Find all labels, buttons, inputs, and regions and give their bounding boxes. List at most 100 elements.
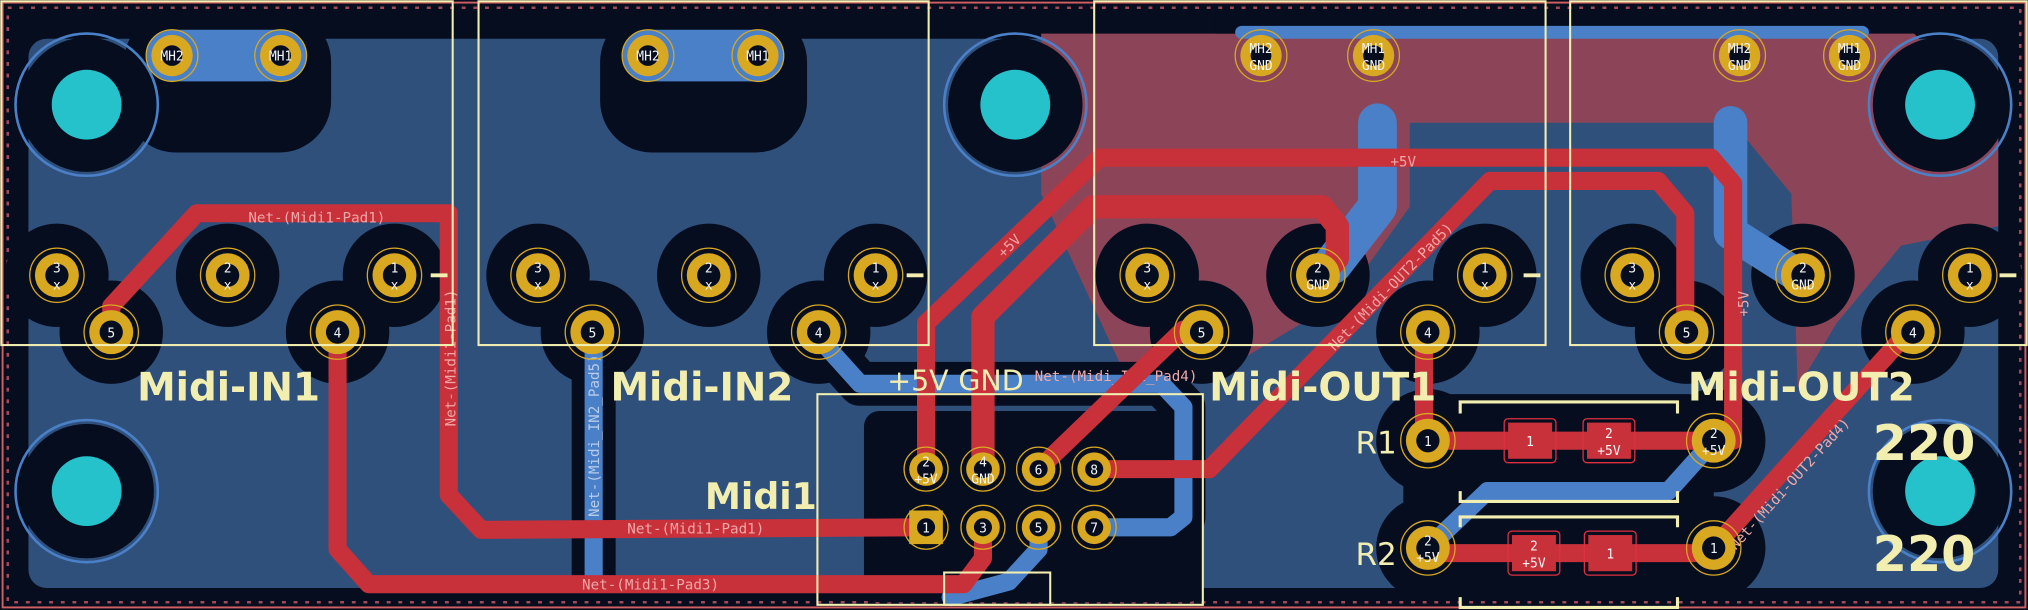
pad-net: GND bbox=[1362, 59, 1385, 74]
pad-midi_out1-1[interactable]: 1x bbox=[1456, 247, 1513, 304]
pad-midi_in1-5[interactable]: 5 bbox=[83, 304, 140, 360]
pad-number: MH2 bbox=[636, 50, 659, 65]
pad-net: +5V bbox=[914, 472, 938, 487]
pad-r2-1[interactable]: 1 bbox=[1583, 530, 1637, 576]
pad-midi_in2-3[interactable]: 3x bbox=[510, 247, 566, 304]
track-out2-pad5[interactable] bbox=[1085, 171, 1695, 479]
pad-midi1-8[interactable]: 8 bbox=[1071, 446, 1117, 492]
net-label-pad3-bottom: Net-(Midi1-Pad3) bbox=[582, 577, 719, 593]
pad-number: MH2 bbox=[1728, 42, 1751, 57]
pad-r2-2[interactable]: 2+5V bbox=[1507, 530, 1561, 576]
pad-midi1-6[interactable]: 6 bbox=[1015, 446, 1062, 492]
pad-number: 2 bbox=[1530, 540, 1538, 555]
pad-number: 1 bbox=[1424, 435, 1432, 450]
pad-midi_in2-MH1[interactable]: MH1 bbox=[731, 29, 785, 83]
pad-r2-1[interactable]: 1 bbox=[1685, 520, 1742, 576]
pad-midi1-1[interactable]: 1 bbox=[903, 504, 949, 550]
ref-midi-in2: Midi-IN2 bbox=[610, 366, 793, 411]
pad-net: +5V bbox=[1597, 444, 1621, 459]
pad-number: MH2 bbox=[160, 50, 183, 65]
track-midi1-pad1[interactable] bbox=[102, 204, 936, 539]
pad-number: 4 bbox=[334, 326, 342, 341]
pad-number: 5 bbox=[107, 326, 115, 341]
pad-r1-1[interactable]: 1 bbox=[1503, 418, 1557, 464]
pad-midi_in1-4[interactable]: 4 bbox=[309, 304, 366, 360]
pad-number: 5 bbox=[1035, 521, 1043, 536]
pad-net: x bbox=[1143, 278, 1151, 293]
pad-midi_out1-5[interactable]: 5 bbox=[1173, 304, 1230, 360]
track-midi1-pad3[interactable] bbox=[328, 323, 993, 594]
pad-number: 1 bbox=[1966, 262, 1974, 277]
pad-midi_in2-1[interactable]: 1x bbox=[847, 247, 904, 304]
pad-midi_in1-2[interactable]: 2x bbox=[199, 247, 256, 304]
pad-net: GND bbox=[1249, 59, 1272, 74]
pad-midi_in2-MH2[interactable]: MH2 bbox=[621, 29, 675, 83]
net-label-5v-top: +5V bbox=[1390, 155, 1416, 171]
pad-net: x bbox=[1966, 278, 1974, 293]
pad-number: 4 bbox=[979, 456, 987, 471]
pad-r2-2[interactable]: 2+5V bbox=[1400, 520, 1456, 576]
pad-net: +5V bbox=[1522, 556, 1546, 571]
pad-net: x bbox=[1481, 278, 1489, 293]
pad-number: 2 bbox=[1424, 534, 1432, 549]
pad-midi_in1-3[interactable]: 3x bbox=[29, 247, 85, 304]
pad-midi1-2[interactable]: 2+5V bbox=[903, 446, 949, 492]
silk-outline-midi-out1 bbox=[1093, 0, 1547, 347]
silk-outline-midi-out2 bbox=[1569, 0, 2028, 347]
pad-number: 2 bbox=[705, 262, 713, 277]
pad-r1-2[interactable]: 2+5V bbox=[1685, 412, 1742, 469]
track-gnd[interactable] bbox=[971, 195, 1349, 481]
pad-midi_in1-MH1[interactable]: MH1 bbox=[254, 29, 308, 83]
pad-midi_out2-5[interactable]: 5 bbox=[1658, 304, 1715, 360]
pad-midi_in2-5[interactable]: 5 bbox=[564, 304, 621, 360]
pad-midi1-3[interactable]: 3 bbox=[960, 504, 1006, 550]
ref-midi-out2: Midi-OUT2 bbox=[1688, 366, 1915, 411]
net-label-pad1-bottom: Net-(Midi1-Pad1) bbox=[627, 522, 764, 538]
pad-number: MH1 bbox=[746, 50, 769, 65]
pad-r1-1[interactable]: 1 bbox=[1400, 412, 1456, 469]
pad-midi1-7[interactable]: 7 bbox=[1071, 504, 1117, 550]
pad-midi_in2-2[interactable]: 2x bbox=[680, 247, 737, 304]
pad-midi_out2-1[interactable]: 1x bbox=[1941, 247, 1998, 304]
pad-midi1-5[interactable]: 5 bbox=[1015, 504, 1062, 550]
net-label-in2-pad5: Net-(Midi_IN2_Pad5) bbox=[587, 354, 603, 517]
pad-number: 2 bbox=[1314, 262, 1322, 277]
pad-midi_out2-3[interactable]: 3x bbox=[1604, 247, 1661, 304]
pad-number: 1 bbox=[391, 262, 399, 277]
hole-icon bbox=[1905, 456, 1975, 526]
net-label-5v-right: +5V bbox=[1737, 291, 1753, 317]
pad-number: 3 bbox=[534, 262, 542, 277]
pad-number: 3 bbox=[53, 262, 61, 277]
pad-net: GND bbox=[971, 472, 994, 487]
pad-midi_in2-4[interactable]: 4 bbox=[790, 304, 847, 360]
pad-midi_in1-1[interactable]: 1x bbox=[366, 247, 423, 304]
pad-midi_out1-4[interactable]: 4 bbox=[1400, 304, 1456, 360]
pad-number: 3 bbox=[1628, 262, 1636, 277]
pad-net: GND bbox=[1791, 278, 1814, 293]
track-out2-pad4[interactable] bbox=[1704, 323, 1917, 558]
pad-net: GND bbox=[1838, 59, 1861, 74]
pad-number: 3 bbox=[979, 521, 987, 536]
pad-midi_in1-MH2[interactable]: MH2 bbox=[145, 29, 199, 83]
track-5v-r1-r2[interactable] bbox=[1418, 431, 1723, 558]
pad-number: 2 bbox=[922, 456, 930, 471]
pad-number: 3 bbox=[1143, 262, 1151, 277]
pad-net: x bbox=[705, 278, 713, 293]
header-clearance bbox=[863, 410, 1203, 603]
hole-icon bbox=[980, 69, 1051, 140]
pad-midi_out1-3[interactable]: 3x bbox=[1119, 247, 1176, 304]
net-label-in2-pad4: Net-(Midi_IN2_Pad4) bbox=[1035, 369, 1198, 385]
pad-r1-2[interactable]: 2+5V bbox=[1582, 418, 1636, 464]
pad-number: 1 bbox=[922, 521, 930, 536]
pad-midi_out2-4[interactable]: 4 bbox=[1885, 304, 1941, 360]
track-in2-pad4[interactable] bbox=[804, 323, 1193, 537]
